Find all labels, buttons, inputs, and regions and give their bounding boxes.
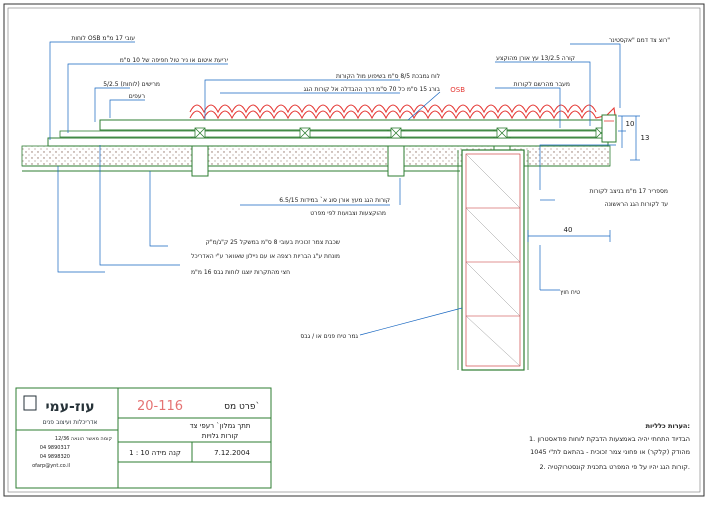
label-board: לוח גמבכת 8/5 ס"מ בשיפוע מול הקורות [336, 73, 440, 80]
label-wind-barrier: יריעת איטום או ניר טול חפיפה של 10 ס"מ [120, 57, 228, 64]
logo-mark-icon [23, 395, 37, 411]
scale-text: קנה מידה 10 : 1 [129, 449, 181, 457]
label-facia-1: מספריר 17 מ"מ בניצב לקורות [589, 188, 668, 195]
label-rafter-spec: קורות הגג מעץ אורן סוג א` במידות 6.5/15 [279, 197, 390, 204]
callout-labels: לוחות OSB עובי 17 מ"מ יריעת איטום או ניר… [71, 35, 670, 340]
label-batten-strip: קורה 13/2.5 עץ אורן מהוקצע [496, 55, 575, 62]
label-rafter-note: מהוקצעות וצבועות לפי מפרט [310, 210, 386, 217]
title-block: פרט מס` 20-116 תתך גמלון` רעפי צד קורות … [15, 387, 272, 489]
detail-desc-1: תתך גמלון` רעפי צד [190, 422, 251, 430]
dim-40: 40 [564, 226, 573, 234]
dim-13: 13 [641, 134, 650, 142]
label-mount: מעבר מהרשם לקורות [514, 81, 570, 88]
label-insulation-1: שכבת צמר זכוכית בעובי 8 ס"מ במשקל 25 ק"ג… [206, 239, 340, 246]
osb-boards [47, 119, 611, 147]
label-ceiling: חצי מהתקרות יוצגו לוחות גבס 16 מ"מ [191, 269, 290, 276]
contact-phone: 04 9890317 [40, 445, 70, 451]
detail-label: פרט מס` [224, 401, 260, 412]
sheet-border [3, 3, 705, 497]
label-wall-inner: גמר טיח פנים או / גבס [300, 333, 358, 340]
label-tiles: רעפים [129, 93, 145, 100]
contact-fax: 04 9898320 [40, 454, 70, 460]
notes-heading: הערות כלליות: [646, 422, 690, 430]
leader-lines [49, 41, 640, 336]
dimension-labels: 40 10 13 [564, 120, 650, 234]
contact-address: קומה מאשר הונאה 12/36 [55, 436, 113, 442]
label-osb-mark: OSB [450, 86, 465, 94]
dim-10: 10 [626, 120, 635, 128]
battens [194, 127, 607, 139]
label-wall-outer: טיח חוץ [560, 289, 580, 296]
firm-logo: עוז-עמי [45, 399, 94, 415]
label-facia-2: עד לקורות הגג הראשונה [605, 201, 669, 208]
firm-name: אדריכלות ועיצוב פנים [43, 419, 98, 426]
detail-desc-2: קורות גלויות [202, 432, 238, 440]
note-1: 1. הבדיוד התחתי יהיה באמצעות הדבקת לוחות… [529, 435, 690, 443]
general-notes: הערות כלליות: 1. הבדיוד התחתי יהיה באמצע… [529, 422, 690, 471]
label-grip-strip: רוצ צד דמם "אקסטינר" [609, 37, 670, 44]
roof-tiles [189, 104, 617, 123]
note-1b: מהודק (קלקר) או פחוני צמר זכוכית - בהתאם… [530, 448, 690, 456]
label-osb-top: לוחות OSB עובי 17 מ"מ [71, 35, 135, 42]
end-grip-strip [601, 114, 617, 143]
label-drill: בורג 15 ס"מ כל 70 ס"מ דרך ההבדלה אל קורו… [304, 86, 441, 93]
date-text: 7.12.2004 [214, 449, 250, 457]
note-2: 2. קורות הגג יהיו על פי המפרט בתכנית קונ… [539, 463, 690, 471]
label-insulation-2: מונחת ע"ג הבריות רצפה או עם ניילון שאווא… [191, 253, 340, 260]
contact-email: ofarp@ynt.co.il [32, 463, 70, 469]
wall [457, 149, 529, 371]
label-battens: מרישים (לוחות) 5/2.5 [103, 81, 160, 88]
detail-number: 20-116 [137, 399, 183, 414]
sheet-inner-border [7, 7, 701, 493]
